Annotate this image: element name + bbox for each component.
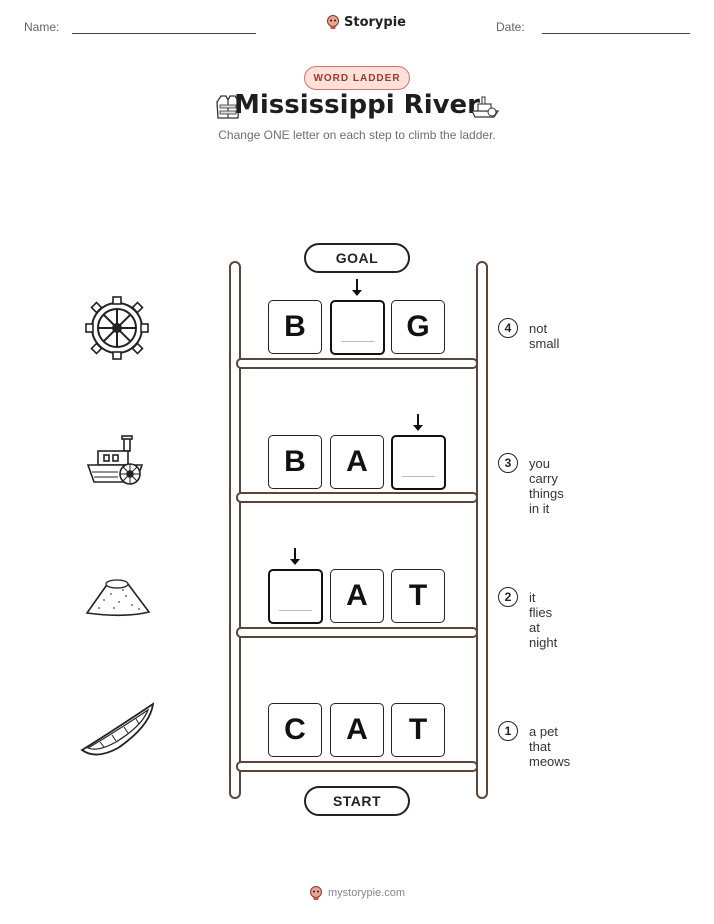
step-number: 4: [498, 318, 518, 338]
goal-label: GOAL: [304, 243, 410, 273]
brand-name: Storypie: [344, 14, 406, 30]
name-label: Name:: [24, 20, 60, 34]
letter-tile: A: [330, 569, 384, 623]
start-label: START: [304, 786, 410, 816]
step-number: 3: [498, 453, 518, 473]
letter-tile: B: [268, 435, 322, 489]
page-title: Mississippi River: [233, 90, 481, 120]
letter-tile: G: [391, 300, 445, 354]
paddle-wheel-icon: [85, 296, 149, 360]
brand-logo: Storypie: [326, 14, 406, 30]
ladder-left-rail: [229, 261, 241, 799]
worksheet-type-badge: WORD LADDER: [304, 66, 410, 90]
storypie-mascot-icon: [327, 15, 339, 29]
letter-tile: T: [391, 703, 445, 757]
name-line[interactable]: [72, 33, 256, 34]
arrow-down-icon: [413, 414, 423, 431]
sandbar-mound-icon: [85, 579, 151, 617]
ladder-rung: [236, 761, 478, 772]
footer: mystorypie.com: [0, 885, 714, 901]
date-line[interactable]: [542, 33, 690, 34]
steamboat-icon: [86, 435, 144, 485]
canoe-icon: [80, 702, 155, 756]
clue-text: a pet that meows: [529, 724, 571, 769]
letter-blank-input[interactable]: [391, 435, 446, 490]
life-vest-icon: [216, 95, 240, 119]
step-number: 2: [498, 587, 518, 607]
clue-text: it flies at night: [529, 590, 558, 650]
letter-tile: C: [268, 703, 322, 757]
small-steamboat-icon: [471, 96, 500, 118]
arrow-down-icon: [352, 279, 362, 296]
letter-tile: B: [268, 300, 322, 354]
storypie-mascot-icon: [309, 886, 322, 900]
arrow-down-icon: [290, 548, 300, 565]
clue-text: not small: [529, 321, 560, 351]
ladder-rung: [236, 358, 478, 369]
letter-blank-input[interactable]: [330, 300, 385, 355]
ladder-right-rail: [476, 261, 488, 799]
footer-site-link[interactable]: mystorypie.com: [327, 887, 406, 899]
step-number: 1: [498, 721, 518, 741]
clue-text: you carry things in it: [529, 456, 564, 516]
letter-tile: A: [330, 703, 384, 757]
letter-tile: T: [391, 569, 445, 623]
letter-blank-input[interactable]: [268, 569, 323, 624]
date-label: Date:: [496, 20, 525, 34]
instructions: Change ONE letter on each step to climb …: [218, 128, 496, 142]
ladder-rung: [236, 627, 478, 638]
ladder-rung: [236, 492, 478, 503]
letter-tile: A: [330, 435, 384, 489]
